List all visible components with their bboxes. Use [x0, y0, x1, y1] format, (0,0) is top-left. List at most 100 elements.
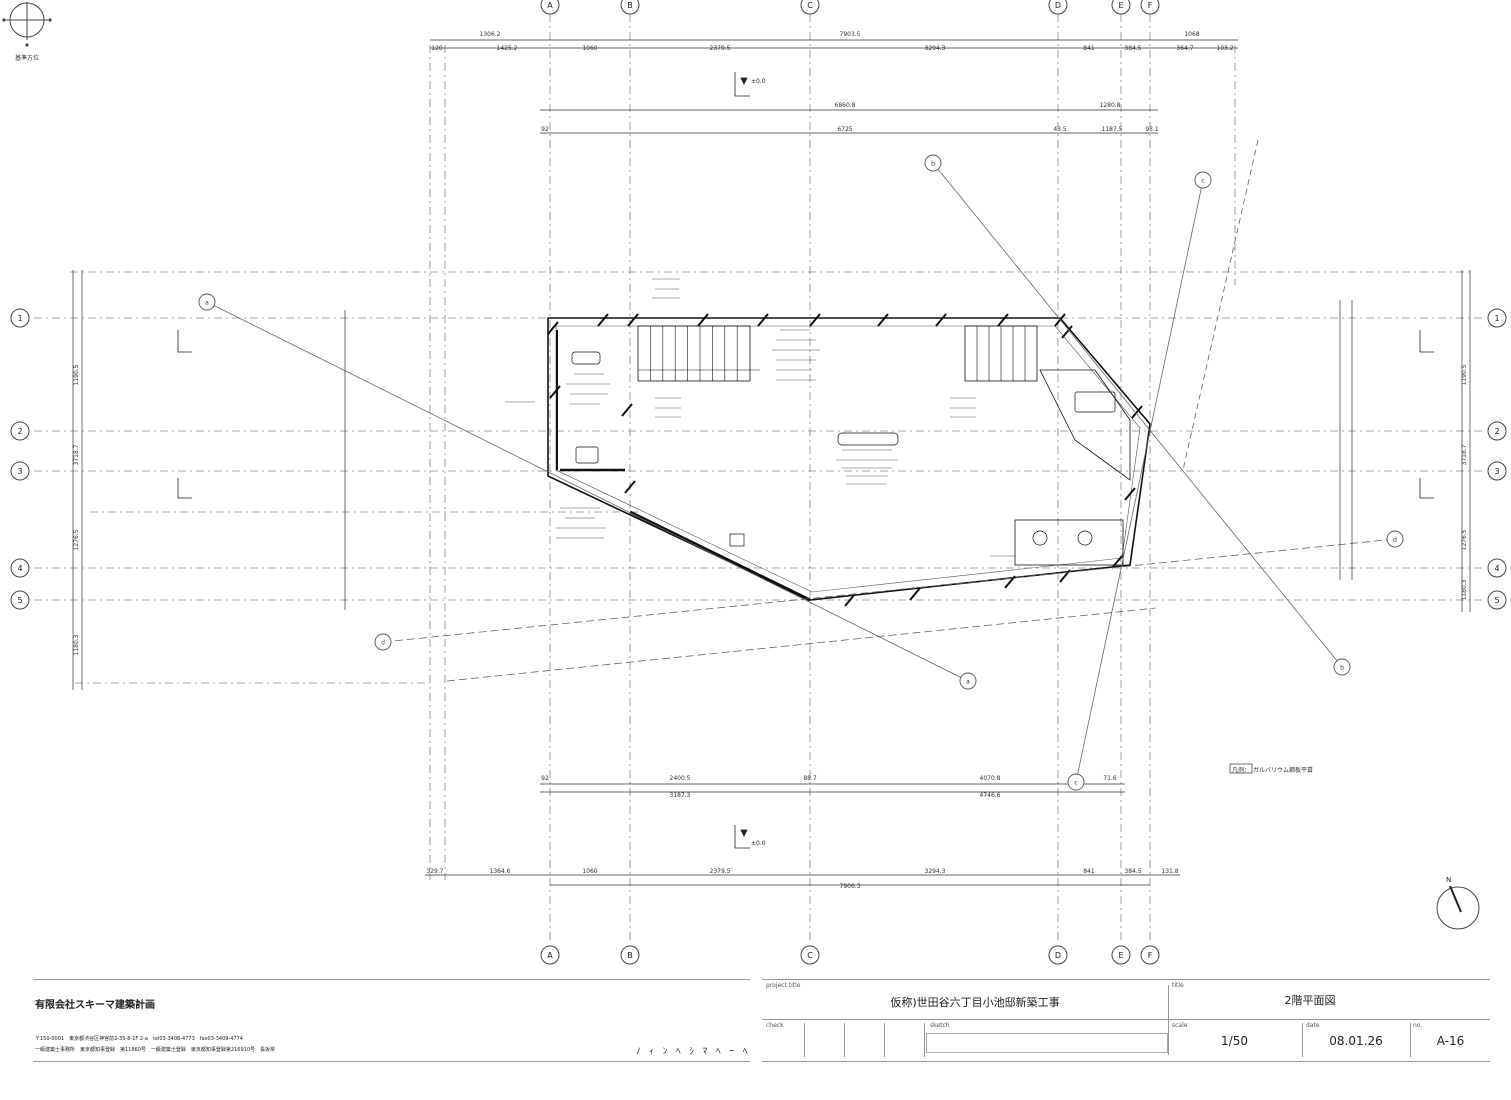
grid-label-row-5: 5	[1494, 596, 1499, 605]
dimension-text-right: 3718.7	[1461, 444, 1468, 465]
dimension-text: 1280.8	[1100, 102, 1121, 109]
dimension-text: 384.5	[1124, 45, 1141, 52]
level-marker-bottom	[734, 825, 750, 849]
svg-text:b: b	[1340, 665, 1344, 672]
check-label: check	[766, 1022, 784, 1029]
sketch-label: sketch	[930, 1022, 950, 1029]
building-outline	[505, 278, 1151, 607]
elevation-marker-a: a	[959, 672, 977, 690]
dimension-text: 3294.3	[925, 45, 946, 52]
svg-text:d: d	[1393, 537, 1397, 544]
office-address: 〒150-0001 東京都渋谷区神宮前2-35-8-1F 2-a tel03-3…	[35, 1036, 243, 1042]
scale-label: scale	[1172, 1022, 1188, 1029]
grid-bubble-A-top: A	[540, 0, 560, 15]
grid-bubble-row-1-right: 1	[1487, 308, 1507, 328]
office-license: 一級建築士事務所 東京都知事登録 第11860号 一級建築士登録 東京都知事登録…	[35, 1047, 275, 1053]
dimension-text: 1425.2	[497, 45, 518, 52]
grid-bubble-row-3-right: 3	[1487, 461, 1507, 481]
title-label: title	[1172, 982, 1184, 989]
grid-bubble-row-1-left: 1	[10, 308, 30, 328]
grid-bubble-row-5-left: 5	[10, 590, 30, 610]
dimension-text-left: 1276.5	[73, 529, 80, 550]
dimension-text: 3187.3	[670, 792, 691, 799]
elevation-marker-b: b	[1333, 658, 1351, 676]
sheet-number-label: no.	[1413, 1022, 1423, 1029]
grid-label-row-2: 2	[1494, 427, 1499, 436]
grid-bubble-A-bottom: A	[540, 945, 560, 965]
dimension-text: 93.1	[1145, 126, 1159, 133]
grid-bubble-row-4-right: 4	[1487, 558, 1507, 578]
svg-text:c: c	[1201, 178, 1204, 185]
grid-label-B: B	[627, 951, 633, 960]
dimension-text: 1060	[582, 868, 597, 875]
grid-label-row-4: 4	[17, 564, 22, 573]
dimension-text: 841	[1083, 45, 1095, 52]
north-arrow-icon: N	[1436, 876, 1480, 930]
legend-note: 凡例： ガルバリウム鋼板平葺	[1232, 766, 1313, 774]
dimension-text: 1068	[1184, 31, 1199, 38]
grid-label-row-1: 1	[1494, 314, 1499, 323]
grid-label-row-1: 1	[17, 314, 22, 323]
dimension-text: 43.5	[1053, 126, 1067, 133]
dimension-text-right: 1190.5	[1461, 364, 1468, 385]
elevation-marker-d: d	[1386, 530, 1404, 548]
grid-label-D: D	[1055, 1, 1061, 10]
dimension-text: 1306.2	[480, 31, 501, 38]
elevation-marker-c: c	[1194, 171, 1212, 189]
project-title-label: project title	[766, 982, 801, 989]
dimension-text: 2379.5	[710, 45, 731, 52]
elevation-lines	[206, 139, 1396, 783]
office-name: 有限会社スキーマ建築計画	[35, 1000, 155, 1011]
date-value: 08.01.26	[1329, 1034, 1383, 1048]
dimension-text: 1364.6	[490, 868, 511, 875]
elevation-marker-a: a	[198, 293, 216, 311]
grid-label-row-2: 2	[17, 427, 22, 436]
dimension-text: 4746.6	[980, 792, 1001, 799]
svg-text:a: a	[966, 679, 970, 686]
elevation-marker-b: b	[924, 154, 942, 172]
grid-bubble-row-5-right: 5	[1487, 590, 1507, 610]
dimension-text: 329.7	[426, 868, 443, 875]
grid-label-D: D	[1055, 951, 1061, 960]
grid-bubble-B-top: B	[620, 0, 640, 15]
sketch-box	[926, 1033, 1168, 1053]
dimension-text-left: 1190.5	[73, 364, 80, 385]
dimension-text: 364.7	[1176, 45, 1193, 52]
dimension-text: 6725	[837, 126, 852, 133]
grid-label-C: C	[807, 951, 813, 960]
grid-bubble-C-bottom: C	[800, 945, 820, 965]
grid-bubble-E-top: E	[1111, 0, 1131, 15]
dimension-text-right: 1180.3	[1461, 579, 1468, 600]
dimension-text: 384.5	[1124, 868, 1141, 875]
compass-icon: 基準方位	[2, 2, 52, 62]
grid-label-row-5: 5	[17, 596, 22, 605]
grid-bubble-C-top: C	[800, 0, 820, 15]
grid-bubble-row-2-right: 2	[1487, 421, 1507, 441]
dimension-text: 88.7	[803, 775, 817, 782]
compass-label: 基準方位	[15, 54, 39, 62]
dimension-text: 1187.5	[1102, 126, 1123, 133]
dimension-text: 71.6	[1103, 775, 1117, 782]
svg-text:d: d	[381, 640, 385, 647]
level-marker-top	[734, 72, 750, 97]
dimension-text: 4070.8	[980, 775, 1001, 782]
scale-value: 1/50	[1221, 1034, 1248, 1048]
grid-bubble-B-bottom: B	[620, 945, 640, 965]
dimension-text-left: 3718.7	[73, 444, 80, 465]
sheet-number: A-16	[1436, 1034, 1465, 1048]
office-signature: ﾉ ｨ ﾝ ﾍ ｼ ﾏ ﾍ ｰ ﾍ	[636, 1047, 751, 1057]
dimension-text: 103.2	[1216, 45, 1233, 52]
grid-label-C: C	[807, 1, 813, 10]
dimension-text: 131.8	[1161, 868, 1178, 875]
dimension-text-left: 1180.3	[73, 634, 80, 655]
dimension-text: 7903.5	[840, 31, 861, 38]
dimension-text: 2400.5	[670, 775, 691, 782]
grid-bubble-F-top: F	[1140, 0, 1160, 15]
grid-label-row-3: 3	[17, 467, 22, 476]
level-label-top: ±0.0	[751, 78, 766, 85]
dimension-text: 92	[541, 775, 549, 782]
dimension-text: 3294.3	[925, 868, 946, 875]
grid-label-row-4: 4	[1494, 564, 1499, 573]
svg-text:c: c	[1074, 780, 1077, 787]
